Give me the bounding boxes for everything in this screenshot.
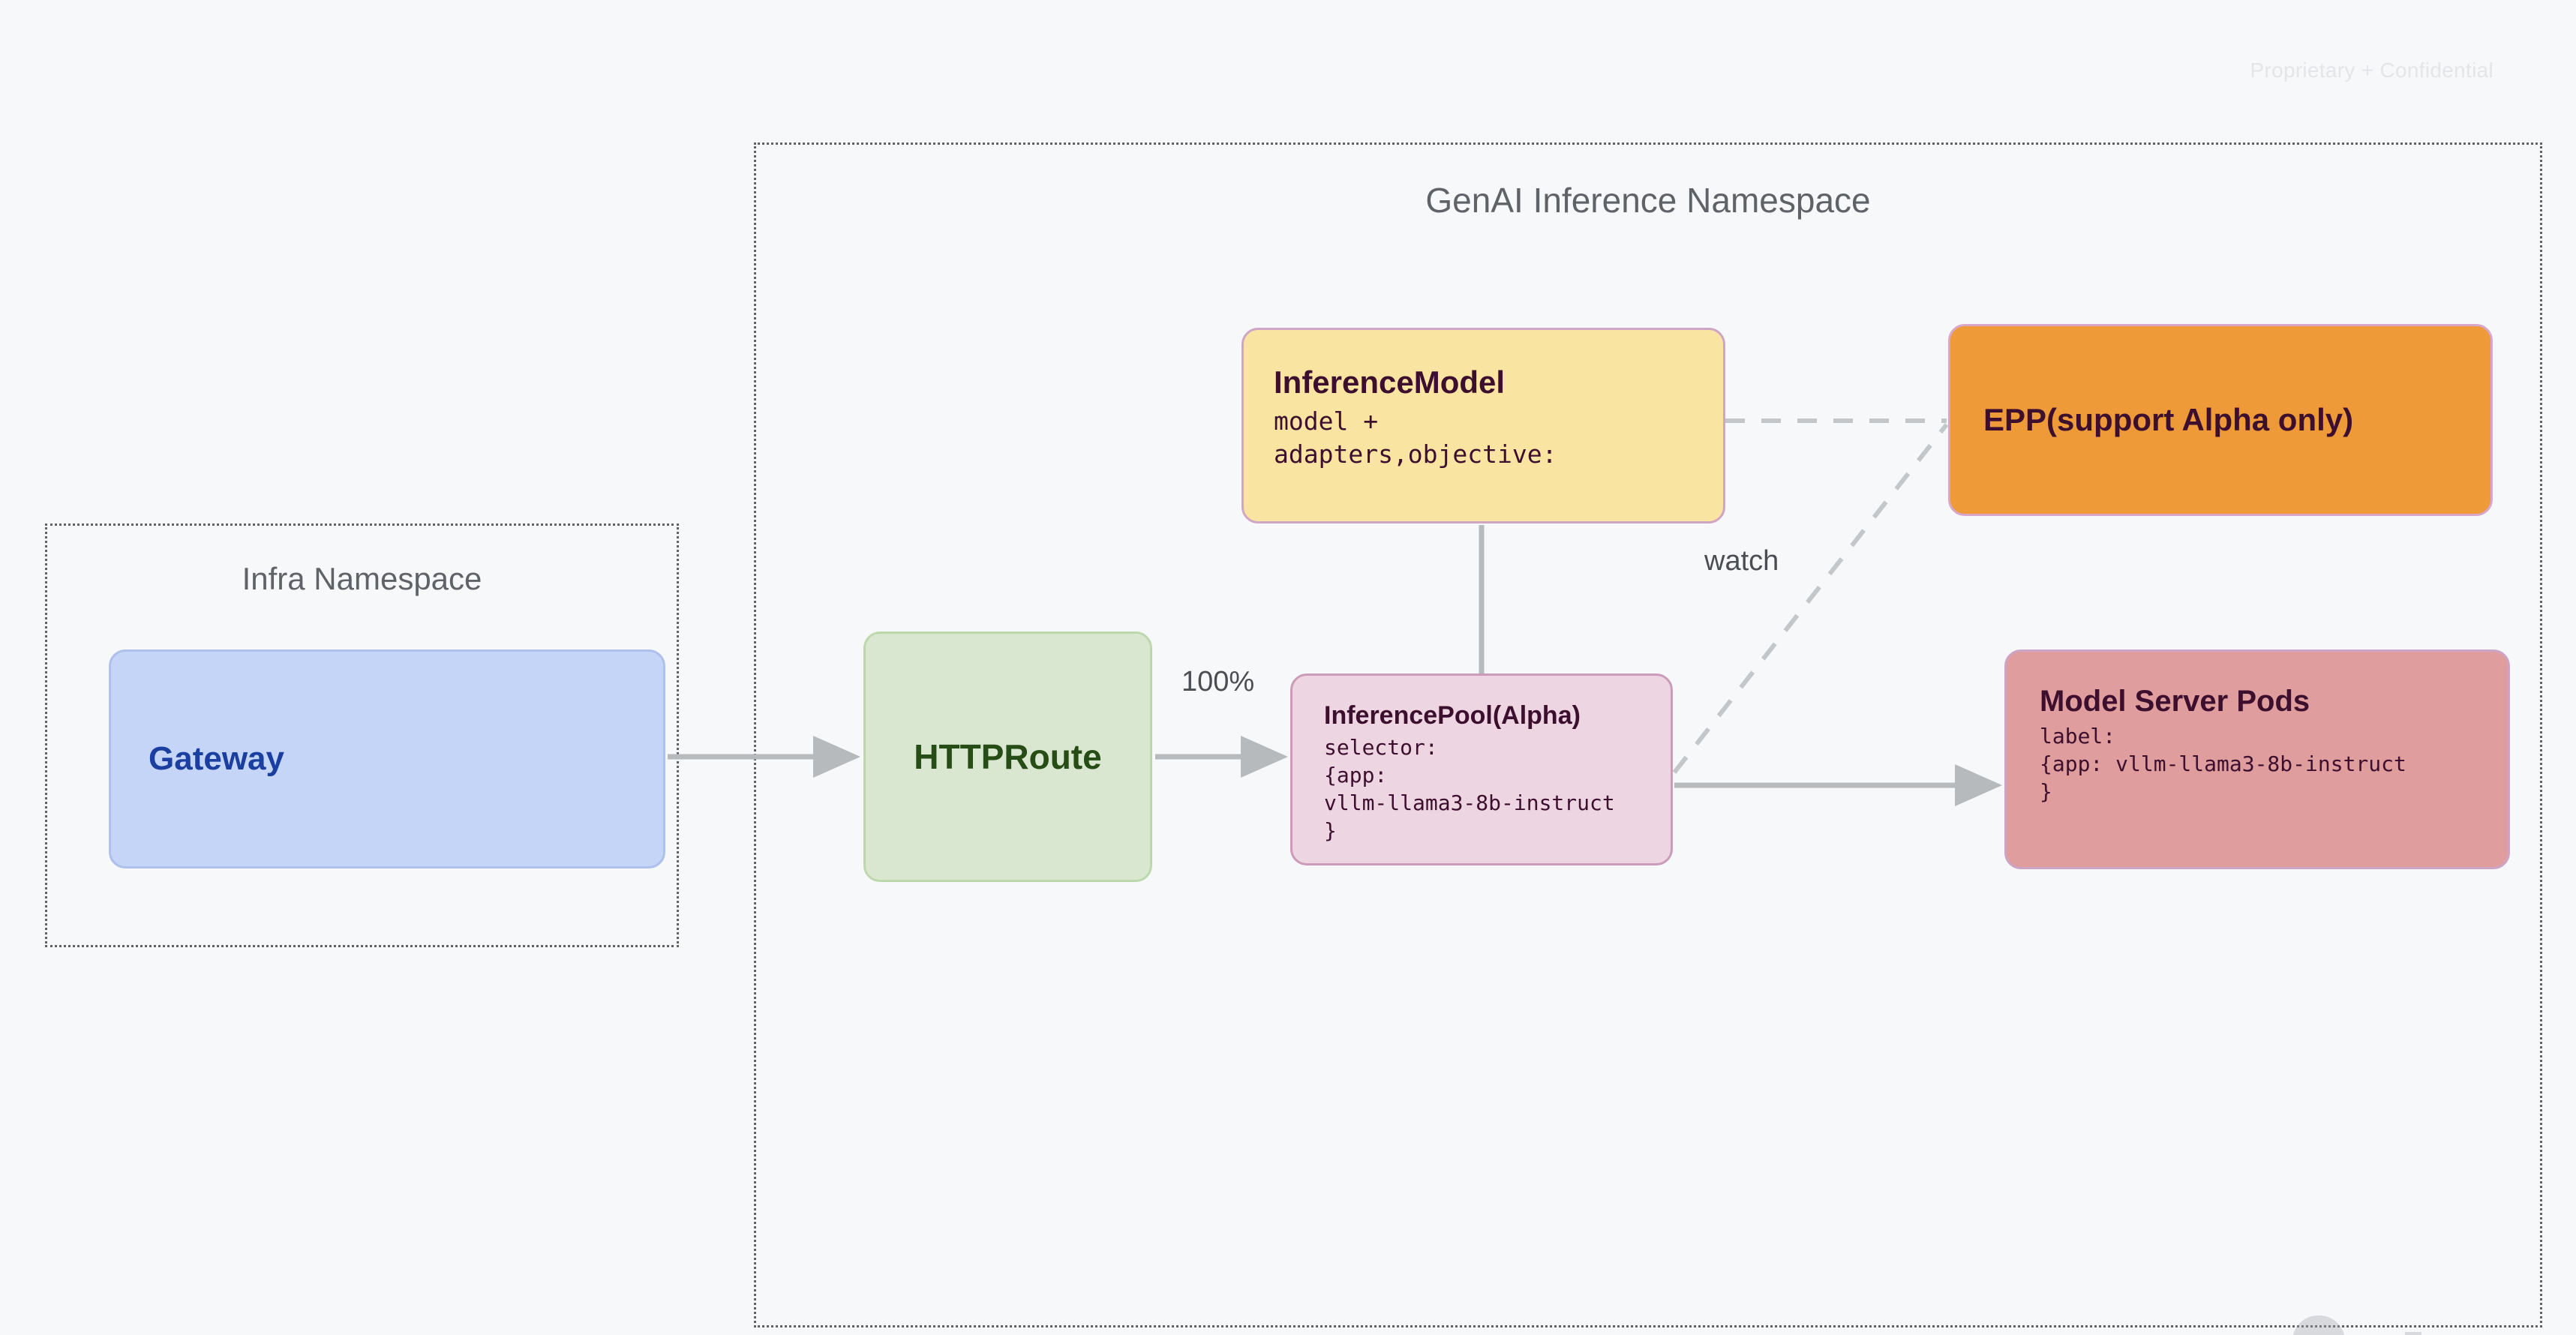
node-inferencemodel[interactable]: InferenceModel model + adapters,objectiv… [1241,328,1725,524]
node-gateway-title: Gateway [149,740,284,777]
node-model-server-pods-title: Model Server Pods [2040,685,2310,718]
node-httproute-title: HTTPRoute [914,737,1102,776]
node-gateway-content: Gateway [149,740,647,778]
edge-label-watch: watch [1704,545,1779,577]
node-model-server-pods[interactable]: Model Server Pods label: {app: vllm-llam… [2004,650,2510,869]
genai-namespace-title: GenAI Inference Namespace [1425,181,1871,220]
infra-namespace-title: Infra Namespace [242,561,482,596]
node-inferencemodel-title: InferenceModel [1274,364,1506,400]
brand-logo-shape-b [2405,1332,2421,1335]
brand-logo-sliver [2292,1316,2487,1335]
node-epp-content: EPP(support Alpha only) [1983,402,2474,438]
edge-label-traffic-split: 100% [1181,666,1255,698]
genai-namespace-container [754,142,2542,1328]
node-inferencemodel-spec: model + adapters,objective: [1274,406,1557,469]
confidential-watermark: Proprietary + Confidential [2250,58,2493,82]
node-inferencepool-title: InferencePool(Alpha) [1324,701,1581,730]
node-httproute-content: HTTPRoute [866,736,1150,777]
node-epp[interactable]: EPP(support Alpha only) [1948,324,2493,516]
node-model-server-pods-spec: label: {app: vllm-llama3-8b-instruct } [2040,724,2406,804]
node-gateway[interactable]: Gateway [109,650,665,868]
node-inferencepool-spec: selector: {app: vllm-llama3-8b-instruct … [1324,735,1615,843]
node-epp-title: EPP(support Alpha only) [1983,402,2354,437]
node-inferencepool-content: InferencePool(Alpha) selector: {app: vll… [1324,701,1654,845]
node-inferencemodel-content: InferenceModel model + adapters,objectiv… [1274,364,1707,470]
infra-namespace-container [45,524,679,947]
node-httproute[interactable]: HTTPRoute [863,632,1152,882]
node-inferencepool[interactable]: InferencePool(Alpha) selector: {app: vll… [1290,674,1673,866]
node-model-server-pods-content: Model Server Pods label: {app: vllm-llam… [2040,685,2491,806]
